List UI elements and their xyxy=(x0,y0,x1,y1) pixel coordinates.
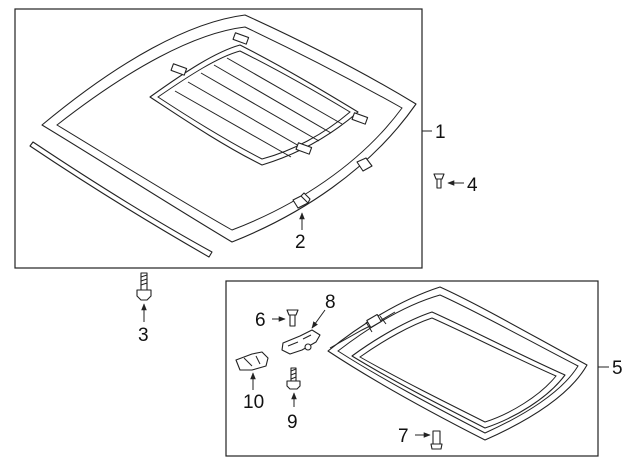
sunroof-opening-inner xyxy=(157,50,351,160)
bolt-part-3: 3 xyxy=(136,272,152,346)
roof-clip xyxy=(356,157,373,172)
sunroof-reinforcement-ribs xyxy=(174,57,343,158)
sunroof-frame-opening xyxy=(351,311,566,429)
sunroof-frame-group: 5 6 8 10 9 xyxy=(225,280,623,457)
callout-2: 2 xyxy=(295,232,306,253)
callout-8: 8 xyxy=(325,292,336,313)
screw-part-6: 6 xyxy=(255,309,299,331)
callout-10: 10 xyxy=(243,392,264,413)
bolt-part-9: 9 xyxy=(286,367,301,433)
sunroof-opening xyxy=(149,44,359,166)
callout-5: 5 xyxy=(612,358,623,379)
screw-part-4: 4 xyxy=(433,173,478,196)
roof-panel-group: 2 1 xyxy=(14,8,446,269)
callout-7: 7 xyxy=(398,426,409,447)
roof-tabs xyxy=(170,32,369,155)
bracket-part-10: 10 xyxy=(235,351,269,413)
sunroof-motor-mount xyxy=(366,313,382,329)
roof-panel-frame xyxy=(14,8,423,269)
drip-molding xyxy=(29,141,213,258)
callout-4: 4 xyxy=(467,175,478,196)
callout-9: 9 xyxy=(287,412,298,433)
callout-3: 3 xyxy=(138,325,149,346)
link-bracket-part-8: 8 xyxy=(281,292,336,355)
roof-bracket-part-2 xyxy=(292,192,311,209)
screw-part-7: 7 xyxy=(398,426,443,450)
sunroof-frame-opening-inner xyxy=(359,317,557,423)
sunroof-frame-box xyxy=(225,280,599,457)
sunroof-frame-rail xyxy=(337,294,579,434)
callout-1: 1 xyxy=(435,122,446,143)
callout-6: 6 xyxy=(255,310,266,331)
roof-panel-inner-edge xyxy=(56,26,403,231)
